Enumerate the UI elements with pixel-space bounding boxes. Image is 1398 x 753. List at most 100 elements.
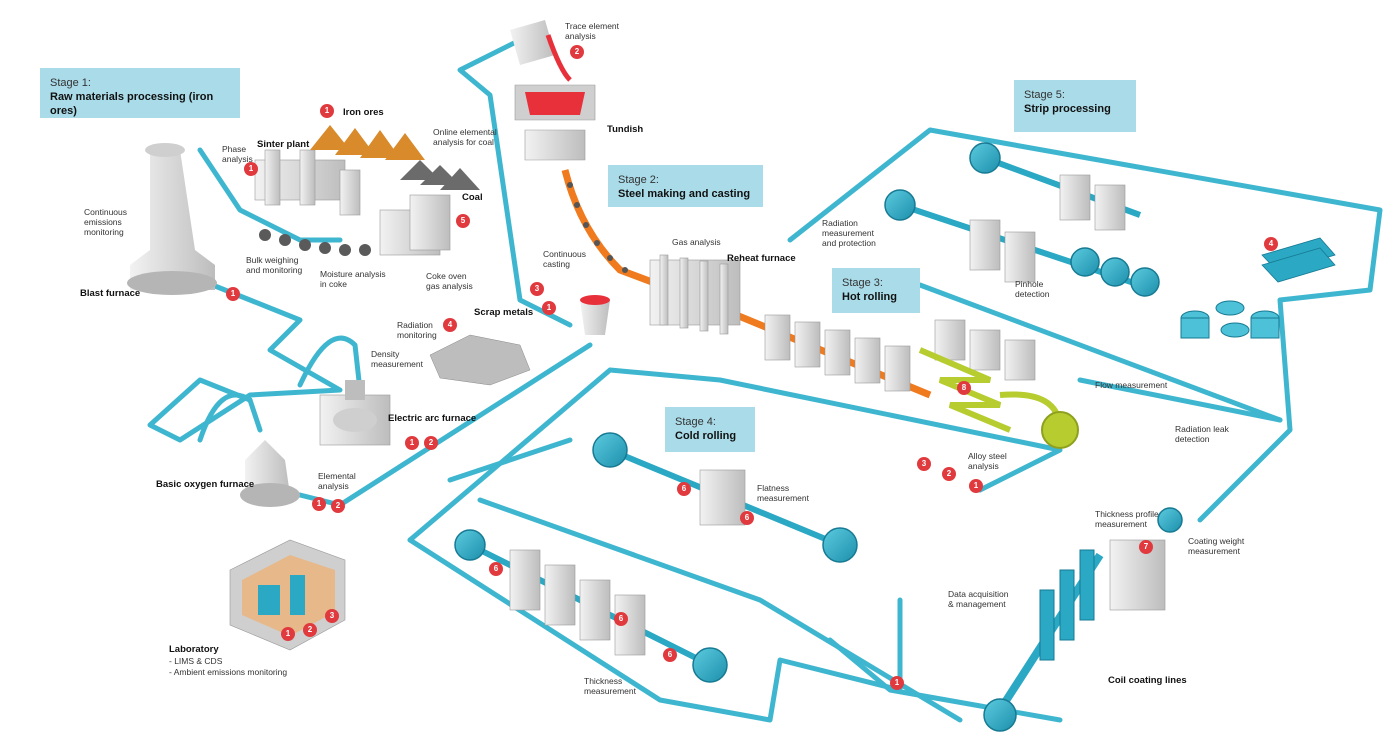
badge: 1 xyxy=(542,301,556,315)
ladle-machine xyxy=(510,20,596,161)
badge: 7 xyxy=(1139,540,1153,554)
label-alloy-steel: Alloy steel analysis xyxy=(968,451,1007,471)
badge: 2 xyxy=(303,623,317,637)
stage-4-title: Cold rolling xyxy=(675,430,737,442)
label-thickness-profile: Thickness profile measurement xyxy=(1095,509,1159,529)
label-radiation-leak: Radiation leak detection xyxy=(1175,424,1229,444)
pipe-sinter-to-coke xyxy=(197,147,343,243)
label-flow-measurement: Flow measurement xyxy=(1095,380,1168,390)
stage-1-title: Raw materials processing (iron ores) xyxy=(50,91,214,117)
caster-ladle xyxy=(580,295,610,335)
laboratory-items: - LIMS & CDS - Ambient emissions monitor… xyxy=(169,656,287,678)
coil-coating-machine xyxy=(983,507,1183,732)
pipe-strip-processing xyxy=(787,127,1383,523)
flow-pipes xyxy=(147,27,1383,723)
stage-3-box: Stage 3: Hot rolling xyxy=(832,268,920,313)
label-basic-oxygen-furnace: Basic oxygen furnace xyxy=(156,479,255,490)
badge: 3 xyxy=(917,457,931,471)
stage-2-box: Stage 2: Steel making and casting xyxy=(608,165,763,207)
label-scrap-metals: Scrap metals xyxy=(474,307,534,318)
label-continuous-casting: Continuous casting xyxy=(543,249,587,269)
pipe-bof-loop xyxy=(197,392,263,443)
badge: 1 xyxy=(281,627,295,641)
badge: 1 xyxy=(320,104,334,118)
label-bulk-weighing: Bulk weighing and monitoring xyxy=(246,255,303,275)
badge: 1 xyxy=(244,162,258,176)
badge: 3 xyxy=(530,282,544,296)
badge: 4 xyxy=(443,318,457,332)
hot-rolling-stands xyxy=(764,314,1036,392)
thickness-line xyxy=(454,529,728,683)
stage-4-number: Stage 4: xyxy=(675,416,716,428)
caster-rollers xyxy=(567,182,628,273)
label-gas-analysis: Gas analysis xyxy=(672,237,721,247)
stage-1-box: Stage 1: Raw materials processing (iron … xyxy=(40,68,240,118)
label-radiation-measurement: Radiation measurement and protection xyxy=(822,218,876,248)
badge: 1 xyxy=(312,497,326,511)
badge: 5 xyxy=(456,214,470,228)
laboratory-item: - Ambient emissions monitoring xyxy=(169,667,288,677)
label-coating-weight: Coating weight measurement xyxy=(1188,536,1245,556)
coal-piles xyxy=(400,160,480,190)
scrap-metals-pile xyxy=(429,334,531,386)
label-coal: Coal xyxy=(462,192,483,203)
blast-furnace-machine xyxy=(127,143,217,295)
badge: 8 xyxy=(957,381,971,395)
label-phase-analysis: Phase analysis xyxy=(222,144,253,164)
stacked-coils xyxy=(1180,300,1280,339)
badge: 2 xyxy=(942,467,956,481)
laboratory-cube xyxy=(229,539,346,651)
badge: 1 xyxy=(969,479,983,493)
badge: 2 xyxy=(424,436,438,450)
label-electric-arc-furnace: Electric arc furnace xyxy=(388,413,477,424)
badge: 6 xyxy=(677,482,691,496)
label-iron-ores: Iron ores xyxy=(343,107,384,118)
label-online-elemental: Online elemental analysis for coal xyxy=(433,127,497,147)
badge: 2 xyxy=(570,45,584,59)
pipe-blast-to-bof xyxy=(147,277,343,443)
pipe-cold-rolling-thickness xyxy=(447,437,573,483)
bof-machine xyxy=(240,440,300,507)
stage-5-number: Stage 5: xyxy=(1024,89,1065,101)
label-tundish: Tundish xyxy=(607,124,644,135)
electric-arc-furnace-machine xyxy=(319,380,391,446)
label-density-measurement: Density measurement xyxy=(371,349,423,369)
stage-1-number: Stage 1: xyxy=(50,77,91,89)
label-reheat-furnace: Reheat furnace xyxy=(727,253,796,264)
label-thickness-measurement: Thickness measurement xyxy=(584,676,636,696)
label-data-acquisition: Data acquisition & management xyxy=(948,589,1009,609)
reheat-furnace-machine xyxy=(649,254,741,335)
badge: 1 xyxy=(405,436,419,450)
stage-4-box: Stage 4: Cold rolling xyxy=(665,407,755,452)
green-coil xyxy=(1041,411,1079,449)
pipe-cold-rolling-main xyxy=(407,367,1063,543)
label-laboratory: Laboratory xyxy=(169,644,219,655)
badge: 1 xyxy=(890,676,904,690)
label-sinter-plant: Sinter plant xyxy=(257,139,310,150)
stacked-sheets xyxy=(1261,237,1336,283)
stage-2-title: Steel making and casting xyxy=(618,188,751,200)
pipe-cold-rolling-lower xyxy=(407,537,903,723)
stage-5-title: Strip processing xyxy=(1024,103,1111,115)
pipe-strip-to-flow xyxy=(917,282,1283,423)
stage-5-box: Stage 5: Strip processing xyxy=(1014,80,1136,132)
label-blast-furnace: Blast furnace xyxy=(80,288,141,299)
badge: 3 xyxy=(325,609,339,623)
strip-processing-lines xyxy=(884,142,1160,297)
badge: 2 xyxy=(331,499,345,513)
label-coil-coating-lines: Coil coating lines xyxy=(1108,675,1187,686)
label-trace-element: Trace element analysis xyxy=(565,21,620,41)
label-coke-oven: Coke oven gas analysis xyxy=(426,271,473,291)
label-moisture-analysis: Moisture analysis in coke xyxy=(320,269,386,289)
pipe-trace-element xyxy=(457,27,573,328)
badge: 6 xyxy=(740,511,754,525)
pipe-eaf-density xyxy=(297,335,363,393)
label-pinhole-detection: Pinhole detection xyxy=(1015,279,1050,299)
stage-2-number: Stage 2: xyxy=(618,174,659,186)
badge: 1 xyxy=(226,287,240,301)
sinter-plant-machine xyxy=(254,149,361,216)
badge: 4 xyxy=(1264,237,1278,251)
stage-3-number: Stage 3: xyxy=(842,277,883,289)
stage-3-title: Hot rolling xyxy=(842,291,897,303)
